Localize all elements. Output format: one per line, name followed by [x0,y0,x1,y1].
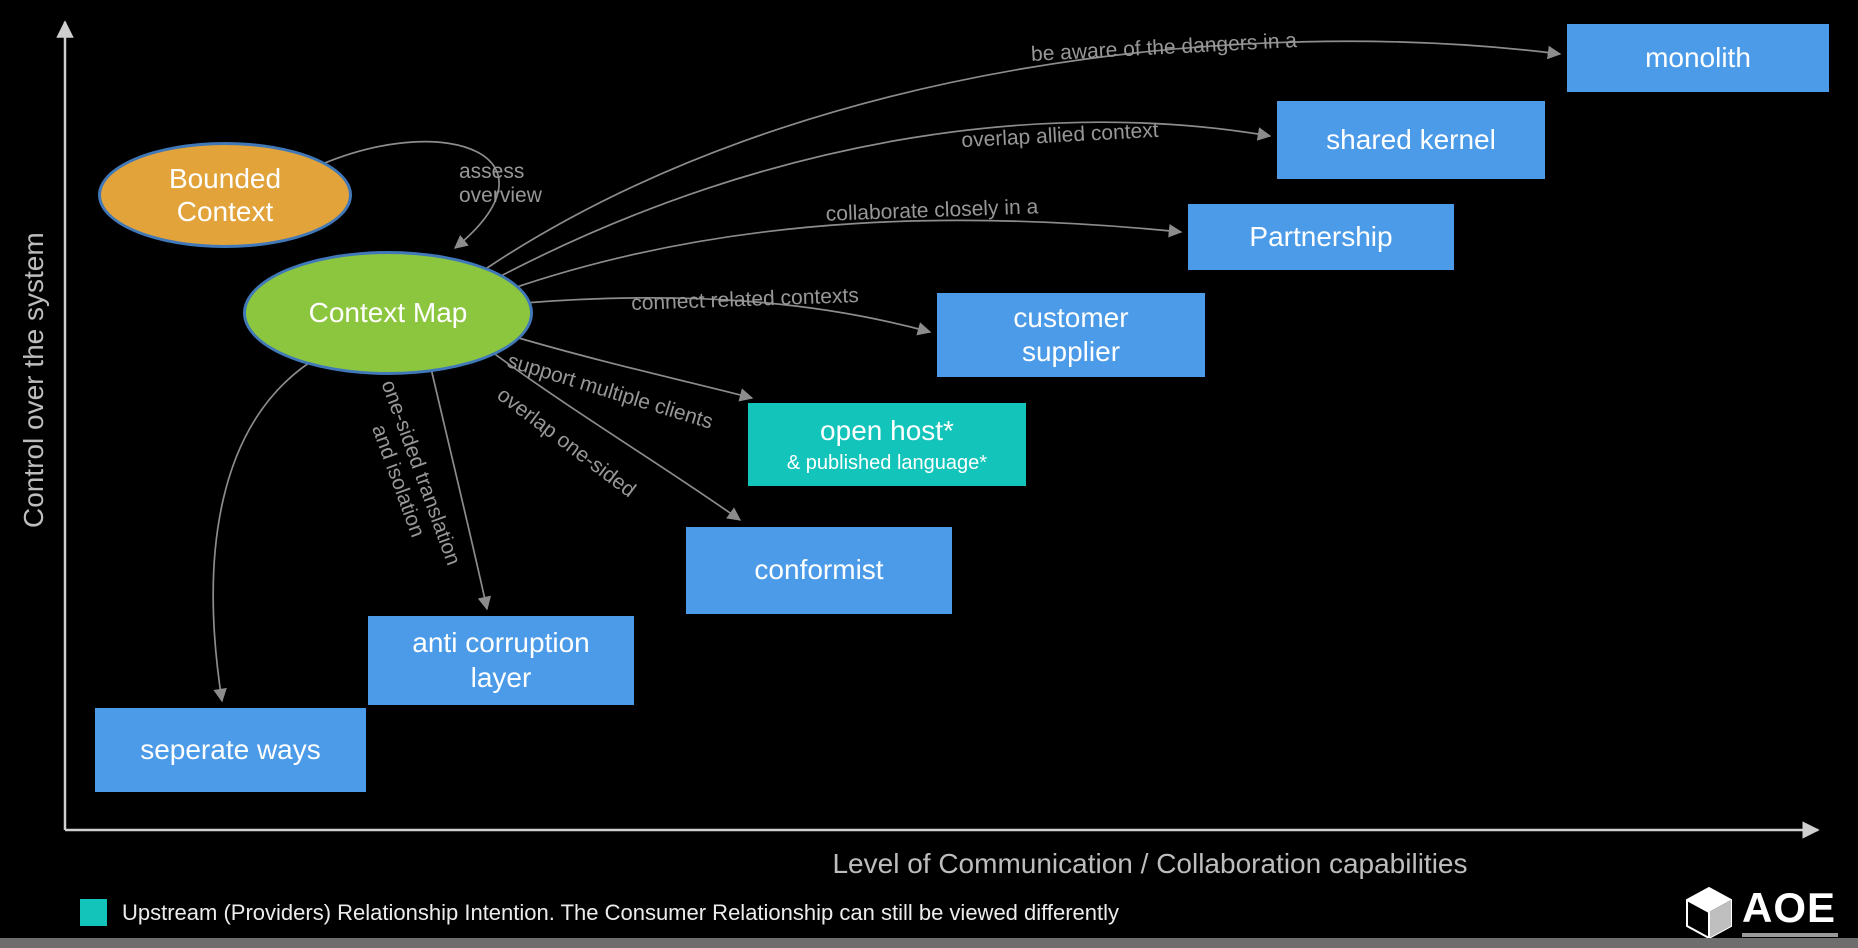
pattern-box-monolith: monolith [1567,24,1829,92]
pattern-box-conformist: conformist [686,527,952,614]
pattern-box-monolith-label: monolith [1645,41,1751,73]
pattern-box-partnership-label: Partnership [1249,220,1393,252]
edge-customer-supplier [523,296,932,336]
edge-partnership [507,219,1183,291]
edge-shared-kernel [496,121,1272,279]
pattern-box-open-host-label: open host* [820,414,954,446]
x-axis-label: Level of Communication / Collaboration c… [832,848,1468,879]
pattern-box-open-host-sublabel: & published language* [786,451,988,474]
pattern-box-shared-kernel-label: shared kernel [1326,123,1496,155]
edge-conformist [487,348,742,521]
legend: Upstream (Providers) Relationship Intent… [80,899,1119,926]
logo-text: AOE [1742,884,1837,931]
pattern-box-anti-corruption-layer-label: anti corruption layer [412,627,590,693]
logo-tagline [1742,933,1838,937]
edge-seperate-ways [212,356,319,703]
pattern-box-customer-supplier-label: customer supplier [1013,301,1129,367]
cube-icon [1686,887,1732,939]
edge-label-assess-overview: assess overview [459,160,542,207]
legend-upstream-swatch [80,899,107,926]
aoe-logo: AOE [1686,887,1838,939]
pattern-box-seperate-ways-label: seperate ways [140,733,321,765]
node-bounded-context: Bounded Context [98,142,352,248]
node-context-map-label: Context Map [308,297,468,329]
pattern-box-partnership: Partnership [1188,204,1454,270]
legend-text: Upstream (Providers) Relationship Intent… [122,899,1120,925]
node-context-map: Context Map [243,251,533,375]
node-bounded-context-label: Bounded Context [168,162,282,227]
pattern-box-customer-supplier: customer supplier [937,293,1205,377]
pattern-box-shared-kernel: shared kernel [1277,101,1545,179]
edge-anti-corruption-layer [429,363,492,611]
pattern-box-open-host: open host* & published language* [748,403,1026,486]
pattern-box-seperate-ways: seperate ways [95,708,366,792]
edge-assess-overview [319,140,500,249]
pattern-box-anti-corruption-layer: anti corruption layer [368,616,634,705]
pattern-box-conformist-label: conformist [754,554,884,586]
bottom-strip [0,938,1858,948]
edge-monolith [486,40,1562,269]
y-axis-label: Control over the system [18,232,49,528]
edge-open-host [511,335,754,402]
